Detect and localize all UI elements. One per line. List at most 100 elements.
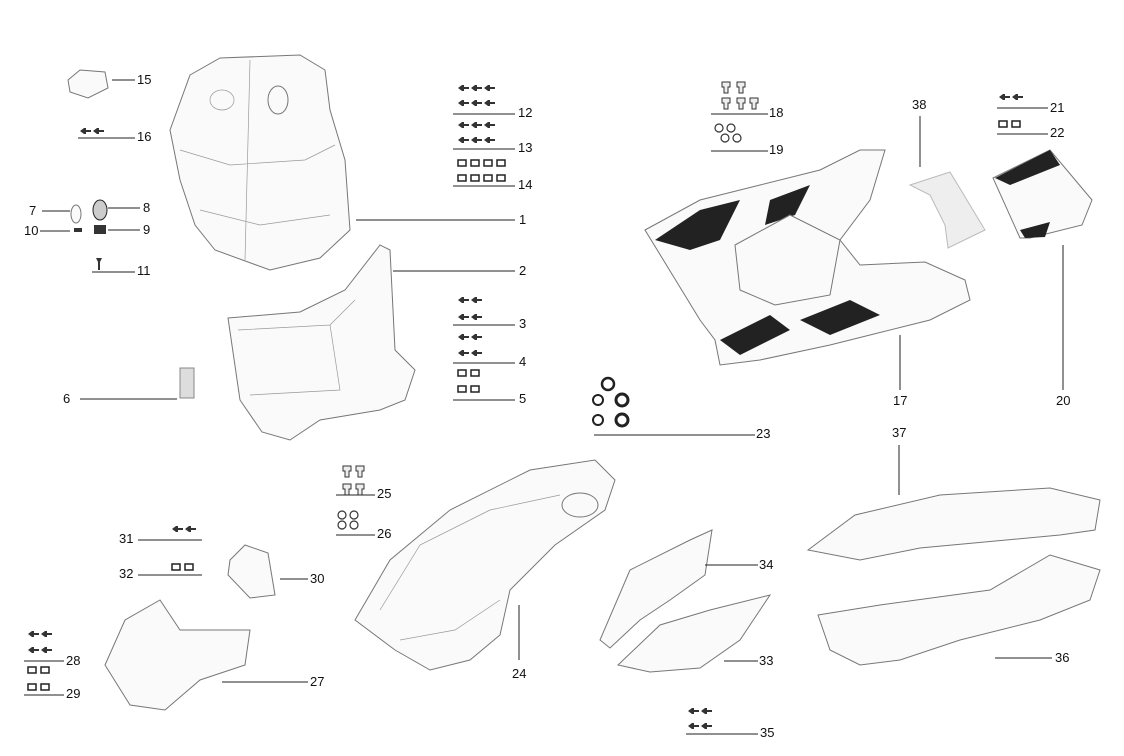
nut-clip-icon xyxy=(40,666,50,674)
bolt-icon xyxy=(736,97,746,110)
fasteners xyxy=(27,81,1023,729)
callout-35: 35 xyxy=(686,725,774,740)
bolt-icon xyxy=(749,97,759,110)
screw-icon xyxy=(458,122,469,128)
washer-icon xyxy=(337,520,347,530)
part-24-storage-box xyxy=(354,459,616,671)
callout-17: 17 xyxy=(893,335,907,408)
callout-13: 13 xyxy=(453,140,532,155)
bolt-icon xyxy=(721,81,731,94)
callout-number: 38 xyxy=(912,97,926,112)
screw-icon xyxy=(458,350,469,356)
callout-18: 18 xyxy=(711,105,783,120)
bolt-icon xyxy=(342,465,352,478)
callout-number: 10 xyxy=(24,223,38,238)
nut-clip-icon xyxy=(171,563,181,571)
nut-clip-icon xyxy=(496,174,506,182)
callout-number: 7 xyxy=(29,203,36,218)
screw-icon xyxy=(471,297,482,303)
screw-icon xyxy=(185,526,196,532)
callout-number: 27 xyxy=(310,674,324,689)
callout-11: 11 xyxy=(92,263,151,278)
callout-number: 31 xyxy=(119,531,133,546)
callout-14: 14 xyxy=(453,177,532,192)
callout-number: 25 xyxy=(377,486,391,501)
callout-16: 16 xyxy=(78,129,151,144)
callout-23: 23 xyxy=(594,426,770,441)
bolt-icon xyxy=(355,465,365,478)
nut-clip-icon xyxy=(40,683,50,691)
callout-12: 12 xyxy=(453,105,532,120)
washer-icon xyxy=(726,123,736,133)
nut-clip-icon xyxy=(457,369,467,377)
screw-icon xyxy=(471,350,482,356)
screw-icon xyxy=(999,94,1010,100)
callout-20: 20 xyxy=(1056,245,1070,408)
part-36-body-cover-lower xyxy=(817,554,1101,666)
washer-icon xyxy=(714,123,724,133)
callout-number: 20 xyxy=(1056,393,1070,408)
nut-clip-icon xyxy=(184,563,194,571)
screw-icon xyxy=(484,122,495,128)
callout-3: 3 xyxy=(453,316,526,331)
callout-number: 23 xyxy=(756,426,770,441)
callout-36: 36 xyxy=(995,650,1069,665)
callout-33: 33 xyxy=(724,653,773,668)
nut-clip-icon xyxy=(483,174,493,182)
callout-10: 10 xyxy=(24,223,70,238)
part-34-side-cover xyxy=(599,529,713,649)
screw-icon xyxy=(471,122,482,128)
washer-icon xyxy=(349,510,359,520)
callout-7: 7 xyxy=(29,203,70,218)
callout-9: 9 xyxy=(108,222,150,237)
callout-15: 15 xyxy=(112,72,151,87)
bolt-icon xyxy=(721,97,731,110)
screw-icon xyxy=(688,708,699,714)
callout-6: 6 xyxy=(63,391,177,406)
screw-icon xyxy=(471,137,482,143)
callout-number: 32 xyxy=(119,566,133,581)
callout-37: 37 xyxy=(892,425,906,495)
callout-number: 6 xyxy=(63,391,70,406)
screw-icon xyxy=(458,314,469,320)
screw-icon xyxy=(172,526,183,532)
screw-icon xyxy=(458,334,469,340)
callout-number: 12 xyxy=(518,105,532,120)
screw-icon xyxy=(28,631,39,637)
part-7-8-9-10-small-parts xyxy=(70,199,108,270)
callout-27: 27 xyxy=(222,674,324,689)
nut-clip-icon xyxy=(470,369,480,377)
callout-22: 22 xyxy=(997,125,1064,140)
nut-clip-icon xyxy=(457,385,467,393)
washer-icon xyxy=(720,133,730,143)
callout-38: 38 xyxy=(912,97,926,167)
callout-number: 36 xyxy=(1055,650,1069,665)
callout-26: 26 xyxy=(336,526,391,541)
callout-19: 19 xyxy=(711,142,783,157)
callout-number: 30 xyxy=(310,571,324,586)
screw-icon xyxy=(471,314,482,320)
callout-number: 9 xyxy=(143,222,150,237)
bolt-icon xyxy=(736,81,746,94)
nut-clip-icon xyxy=(1011,120,1021,128)
nut-clip-icon xyxy=(483,159,493,167)
nut-clip-icon xyxy=(27,683,37,691)
callout-number: 19 xyxy=(769,142,783,157)
screw-icon xyxy=(41,647,52,653)
callout-number: 26 xyxy=(377,526,391,541)
nut-clip-icon xyxy=(457,159,467,167)
callout-number: 11 xyxy=(137,263,151,278)
bolt-icon xyxy=(355,483,365,496)
callout-number: 14 xyxy=(518,177,532,192)
callout-5: 5 xyxy=(453,391,526,406)
callout-29: 29 xyxy=(24,686,80,701)
screw-icon xyxy=(28,647,39,653)
callout-number: 4 xyxy=(519,354,526,369)
screw-icon xyxy=(701,723,712,729)
washer-icon xyxy=(732,133,742,143)
callout-number: 8 xyxy=(143,200,150,215)
part-2-inner-panel xyxy=(227,244,416,441)
part-6-strip xyxy=(179,367,195,399)
